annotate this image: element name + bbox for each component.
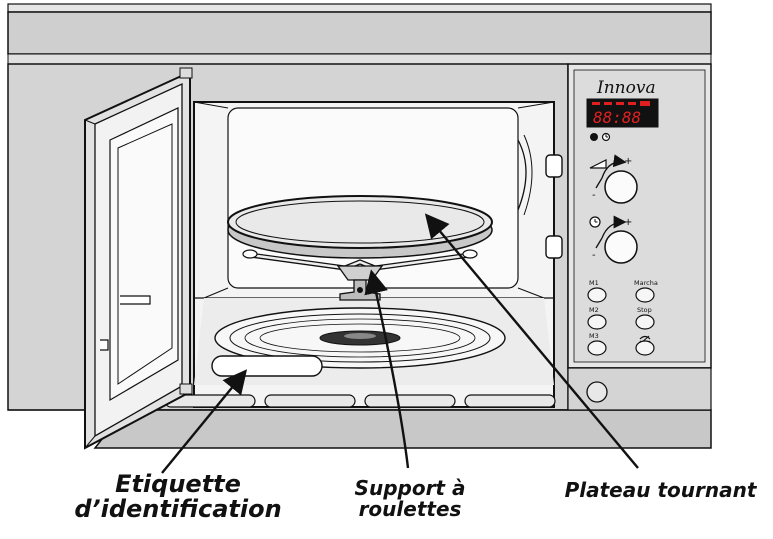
- arrow-plateau: [424, 213, 639, 469]
- arrow-identification: [161, 369, 248, 474]
- turntable-plate: [227, 195, 493, 259]
- led-display: 88:88: [586, 98, 659, 128]
- m2-label: M2: [589, 306, 599, 314]
- svg-text:-: -: [592, 250, 596, 261]
- marcha-label: Marcha: [634, 279, 658, 287]
- m3-label: M3: [589, 332, 599, 340]
- label-identification-line2: d’identification: [74, 495, 282, 524]
- m3-button[interactable]: [587, 340, 607, 356]
- svg-text:-: -: [592, 190, 596, 201]
- timer-knob[interactable]: + -: [589, 215, 638, 264]
- cabinet-top: [7, 3, 712, 65]
- timer-icon: [590, 133, 598, 141]
- label-support-line2: roulettes: [358, 497, 462, 521]
- m1-label: M1: [589, 279, 599, 287]
- marcha-button[interactable]: [635, 287, 655, 303]
- callout-arrows: [161, 213, 639, 474]
- svg-text:+: +: [624, 217, 632, 228]
- identification-plate: [211, 355, 323, 377]
- svg-text:+: +: [624, 156, 632, 167]
- open-door: [84, 67, 193, 450]
- clock-icon: [601, 132, 611, 142]
- display-digits: 88:88: [593, 108, 641, 127]
- power-level-icon: [592, 101, 650, 106]
- label-plateau-text: Plateau tournant: [564, 478, 757, 502]
- power-knob[interactable]: + -: [589, 154, 638, 204]
- m2-button[interactable]: [587, 314, 607, 330]
- stop-button[interactable]: [635, 314, 655, 330]
- door-latches: [545, 154, 563, 259]
- arrow-support: [364, 269, 410, 469]
- label-turntable: Plateau tournant: [548, 480, 773, 501]
- label-roller-support: Support à roulettes: [320, 478, 500, 520]
- brand-logo: Innova: [596, 78, 656, 98]
- label-identification: Etiquette d’identification: [48, 470, 308, 524]
- m1-button[interactable]: [587, 287, 607, 303]
- defrost-button[interactable]: [635, 340, 655, 356]
- door-release-button[interactable]: [586, 381, 608, 403]
- label-identification-line1: Etiquette: [115, 470, 241, 498]
- label-support-line1: Support à: [354, 476, 466, 500]
- program-buttons: M1 Marcha M2 Stop M3: [587, 279, 658, 356]
- front-slots: [164, 394, 556, 408]
- stop-label: Stop: [637, 306, 652, 314]
